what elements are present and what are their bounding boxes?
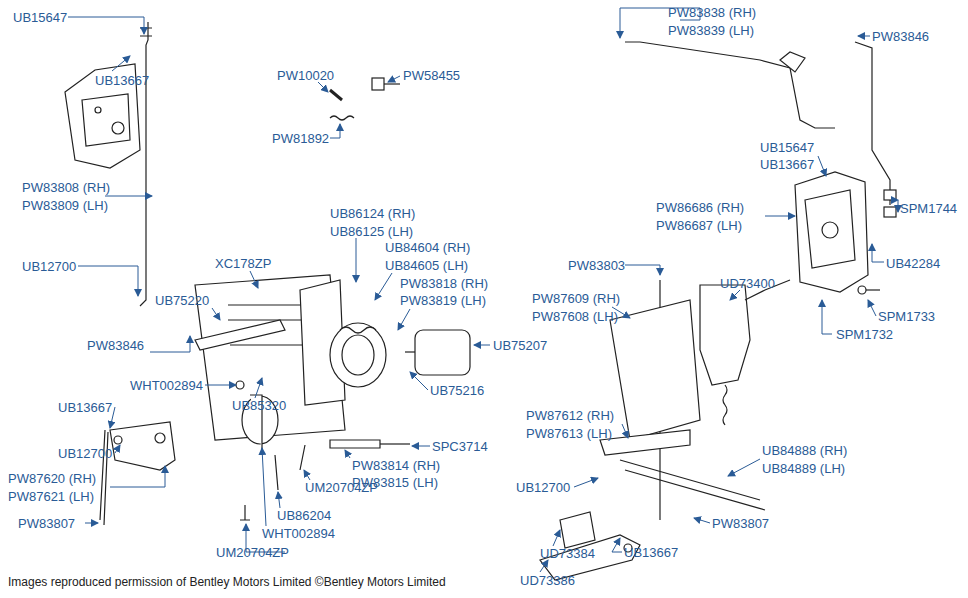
part-number: UB84889 (LH) xyxy=(762,461,845,476)
part-number: PW87613 (LH) xyxy=(526,426,612,441)
part-number: PW83814 (RH) xyxy=(352,458,440,473)
part-number: UM20704ZP xyxy=(305,480,378,495)
parts-drawing xyxy=(65,22,896,580)
part-number: UB84604 (RH) xyxy=(385,240,470,255)
part-number: UB86204 xyxy=(277,508,331,523)
part-number: UB86124 (RH) xyxy=(330,206,415,221)
part-number: UM20704ZP xyxy=(216,545,289,560)
part-number: UB12700 xyxy=(22,259,76,274)
part-number: WHT002894 xyxy=(262,526,335,541)
part-number: PW10020 xyxy=(277,68,334,83)
part-number: PW83818 (RH) xyxy=(400,276,488,291)
part-number: PW87621 (LH) xyxy=(8,489,94,504)
part-number: UB15647 xyxy=(760,140,814,155)
part-number: UB13667 xyxy=(95,73,149,88)
part-number: UB15647 xyxy=(13,10,67,25)
part-number: PW83807 xyxy=(18,516,75,531)
part-number: UB75220 xyxy=(155,293,209,308)
part-number: PW83819 (LH) xyxy=(400,293,486,308)
part-number: UB12700 xyxy=(58,446,112,461)
part-number: SPM1733 xyxy=(878,309,935,324)
part-number: PW87620 (RH) xyxy=(8,471,96,486)
part-number: PW58455 xyxy=(403,68,460,83)
part-number: PW87612 (RH) xyxy=(526,408,614,423)
part-number: UB13667 xyxy=(624,545,678,560)
part-number: PW83839 (LH) xyxy=(668,23,754,38)
part-number: PW83803 xyxy=(568,258,625,273)
part-number: UB13667 xyxy=(58,400,112,415)
part-number: UB13667 xyxy=(760,157,814,172)
part-number: SPC3714 xyxy=(432,439,488,454)
part-number: UB84605 (LH) xyxy=(385,258,468,273)
part-number: XC178ZP xyxy=(215,256,271,271)
part-number: UB84888 (RH) xyxy=(762,443,847,458)
part-number: PW87608 (LH) xyxy=(532,309,618,324)
part-number: PW83838 (RH) xyxy=(668,5,756,20)
part-number: UB85320 xyxy=(232,398,286,413)
part-number: UD73384 xyxy=(540,546,595,561)
part-number: UB86125 (LH) xyxy=(330,224,413,239)
part-number: UB75216 xyxy=(430,383,484,398)
part-number: WHT002894 xyxy=(130,378,203,393)
part-number: UB12700 xyxy=(516,480,570,495)
part-number: SPM1732 xyxy=(836,327,893,342)
part-number: UB42284 xyxy=(886,256,940,271)
part-number: PW83846 xyxy=(87,338,144,353)
part-number: UD73400 xyxy=(720,276,775,291)
part-number: UB75207 xyxy=(493,338,547,353)
copyright-caption: Images reproduced permission of Bentley … xyxy=(8,575,446,589)
part-number: PW83809 (LH) xyxy=(22,198,108,213)
part-number: PW83807 xyxy=(712,516,769,531)
part-number: SPM1744 xyxy=(900,201,957,216)
part-number: UD73386 xyxy=(520,573,575,588)
part-number: PW87609 (RH) xyxy=(532,291,620,306)
part-number: PW81892 xyxy=(272,131,329,146)
part-number: PW83808 (RH) xyxy=(22,180,110,195)
part-number: PW86687 (LH) xyxy=(656,218,742,233)
leader-lines xyxy=(68,8,898,572)
part-number: PW86686 (RH) xyxy=(656,200,744,215)
part-number: PW83846 xyxy=(872,29,929,44)
